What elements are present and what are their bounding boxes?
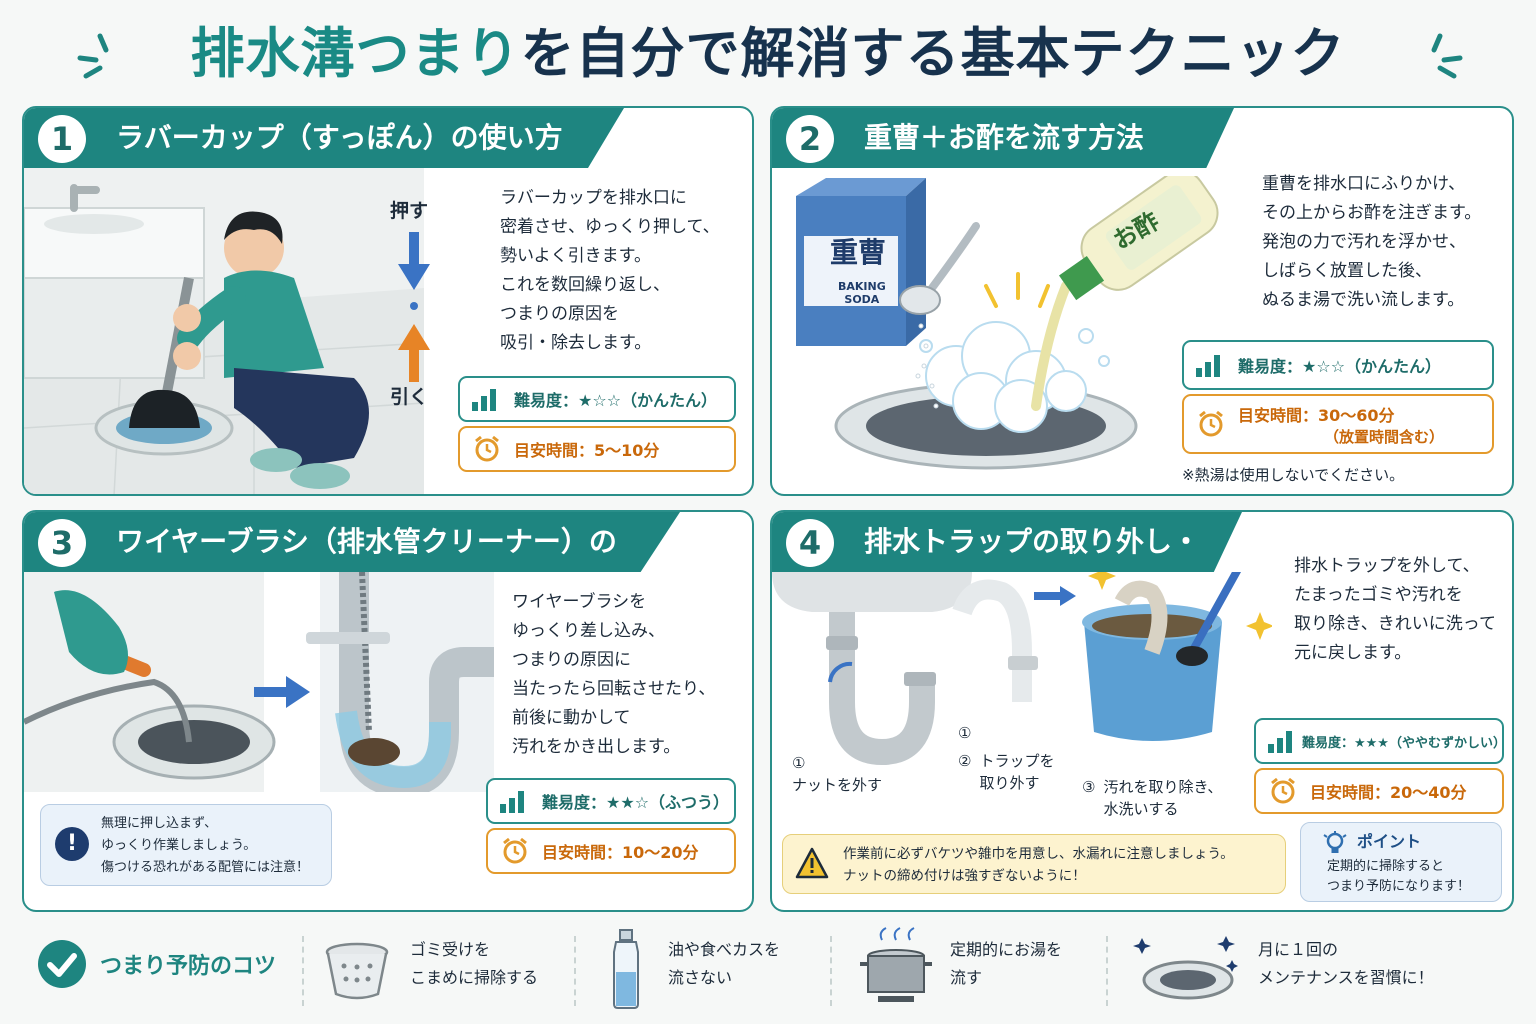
step-2-label: ② トラップを 取り外す: [958, 750, 1054, 794]
point-text: 定期的に掃除すると つまり予防になります！: [1327, 859, 1471, 894]
baking-soda-sublabel: BAKING SODA: [838, 280, 886, 306]
wire-brush-illustration: [24, 572, 494, 792]
section-number: 4: [786, 519, 834, 567]
time-badge: 目安時間：10〜20分: [486, 828, 736, 874]
section-drain-trap: 4 排水トラップの取り外し・清掃 ① ナットを外す ① ② トラップを 取り外す ③…: [770, 510, 1514, 912]
section-heading: 排水トラップの取り外し・清掃: [864, 525, 1201, 558]
section-header: 1 ラバーカップ（すっぽん）の使い方: [24, 108, 624, 168]
time-text: 目安時間：20〜40分: [1310, 783, 1467, 802]
title-rest: を自分で解消する基本テクニック: [520, 22, 1346, 85]
divider: [574, 936, 576, 1006]
alarm-clock-icon: [475, 435, 499, 462]
section-header: 2 重曹＋お酢を流す方法: [772, 108, 1234, 168]
difficulty-bars-icon: [500, 789, 528, 813]
warning-triangle-icon: [795, 847, 829, 879]
time-text: 目安時間：30〜60分: [1238, 405, 1395, 425]
caution-box: 作業前に必ずバケツや雑巾を用意し、水漏れに注意しましょう。 ナットの締め付けは強…: [782, 834, 1286, 894]
difficulty-badge: 難易度：★★★（ややむずかしい）: [1254, 718, 1506, 764]
drain-trap-illustration: [772, 572, 1272, 766]
difficulty-bars-icon: [472, 387, 500, 411]
section-number: 3: [38, 519, 86, 567]
step-3-text: 汚れを取り除き、 水洗いする: [1103, 778, 1223, 818]
step-1-number: ①: [792, 754, 806, 772]
divider: [302, 936, 304, 1006]
difficulty-badge: 難易度：★☆☆（かんたん）: [1182, 340, 1494, 390]
point-box: ポイント 定期的に掃除すると つまり予防になります！: [1300, 822, 1502, 902]
sparkle-right-icon: [1431, 33, 1463, 79]
difficulty-text: 難易度：★★★（ややむずかしい）: [1302, 735, 1506, 751]
section-description: 排水トラップを外して、 たまったゴミや汚れを 取り除き、きれいに洗って 元に戻し…: [1294, 556, 1496, 663]
tip-3-text: 定期的にお湯を 流す: [950, 940, 1063, 987]
push-label: 押す: [390, 200, 429, 222]
exclamation-icon: !: [55, 827, 89, 861]
section-description: ワイヤーブラシを ゆっくり差し込み、 つまりの原因に 当たったら回転させたり、 …: [512, 592, 716, 757]
lightbulb-icon: [1323, 831, 1347, 853]
time-subtext: （放置時間含む）: [1324, 427, 1445, 446]
drain-icon: [1133, 936, 1238, 1000]
baking-soda-label: 重曹: [830, 236, 887, 269]
bottle-icon: [613, 929, 639, 1009]
extra-step-number: ①: [958, 724, 972, 742]
step-2-text: トラップを 取り外す: [979, 752, 1055, 792]
step-3-label: ③ 汚れを取り除き、 水洗いする: [1082, 776, 1222, 820]
hot-water-note: ※熱湯は使用しないでください。: [1182, 466, 1405, 484]
plunger-illustration: [24, 168, 424, 494]
alarm-clock-icon: [1199, 410, 1223, 437]
section-description: 重曹を排水口にふりかけ、 その上からお酢を注ぎます。 発泡の力で汚れを浮かせ、 …: [1262, 174, 1482, 310]
difficulty-badge: 難易度：★★☆（ふつう）: [486, 778, 736, 824]
step-1-text: ナットを外す: [792, 776, 883, 794]
time-text: 目安時間：10〜20分: [542, 843, 699, 862]
time-badge: 目安時間：5〜10分: [458, 426, 736, 472]
basket-icon: [325, 942, 389, 1000]
tip-1-text: ゴミ受けを こまめに掃除する: [410, 940, 539, 987]
section-plunger: 1 ラバーカップ（すっぽん）の使い方 押す 引く ラバーカップを排水口に 密着さ…: [22, 106, 754, 496]
baking-soda-vinegar-illustration: [796, 176, 1219, 470]
warning-text: 無理に押し込まず、 ゆっくり作業しましょう。 傷つける恐れがある配管には注意！: [101, 816, 310, 875]
title-highlight: 排水溝つまり: [190, 22, 521, 85]
point-title: ポイント: [1357, 832, 1422, 851]
time-badge: 目安時間：20〜40分: [1254, 768, 1504, 814]
warning-box: ! 無理に押し込まず、 ゆっくり作業しましょう。 傷つける恐れがある配管には注意…: [40, 804, 332, 886]
tip-2-text: 油や食べカスを 流さない: [668, 940, 781, 987]
difficulty-bars-icon: [1196, 353, 1224, 377]
prevention-title: つまり予防のコツ: [100, 954, 277, 979]
step-3-number: ③: [1082, 778, 1096, 796]
alarm-clock-icon: [1271, 777, 1295, 804]
alarm-clock-icon: [503, 837, 527, 864]
section-heading: ワイヤーブラシ（排水管クリーナー）の使用: [116, 525, 617, 558]
step-2-number: ②: [958, 752, 972, 770]
section-description: ラバーカップを排水口に 密着させ、ゆっくり押して、 勢いよく引きます。 これを数…: [500, 188, 720, 353]
prevention-tips: つまり予防のコツ ゴミ受けを こまめに掃除する 油や食べカスを 流さない 定期的…: [22, 922, 1514, 1018]
difficulty-text: 難易度：★★☆（ふつう）: [542, 793, 730, 812]
difficulty-text: 難易度：★☆☆（かんたん）: [1238, 357, 1442, 376]
pull-label: 引く: [390, 386, 429, 408]
divider: [830, 936, 832, 1006]
sparkle-left-icon: [77, 33, 109, 79]
page-title: 排水溝つまりを自分で解消する基本テクニック: [0, 14, 1536, 94]
section-heading: 重曹＋お酢を流す方法: [864, 121, 1145, 154]
section-header: 4 排水トラップの取り外し・清掃: [772, 512, 1242, 572]
push-pull-arrows-icon: [398, 232, 430, 382]
time-badge: 目安時間：30〜60分 （放置時間含む）: [1182, 394, 1494, 454]
difficulty-badge: 難易度：★☆☆（かんたん）: [458, 376, 736, 422]
section-heading: ラバーカップ（すっぽん）の使い方: [116, 121, 563, 154]
checkmark-icon: [38, 940, 86, 988]
section-wire-brush: 3 ワイヤーブラシ（排水管クリーナー）の使用 ワイヤーブラシを ゆっくり差し込み…: [22, 510, 754, 912]
caution-text: 作業前に必ずバケツや雑巾を用意し、水漏れに注意しましょう。 ナットの締め付けは強…: [843, 846, 1234, 884]
tip-4-text: 月に１回の メンテナンスを習慣に！: [1258, 940, 1434, 987]
time-text: 目安時間：5〜10分: [514, 441, 660, 460]
divider: [1106, 936, 1108, 1006]
section-header: 3 ワイヤーブラシ（排水管クリーナー）の使用: [24, 512, 680, 572]
step-1-label: ① ナットを外す: [792, 752, 882, 796]
pot-icon: [860, 927, 932, 1002]
difficulty-text: 難易度：★☆☆（かんたん）: [514, 391, 718, 410]
difficulty-bars-icon: [1268, 729, 1296, 753]
section-baking-soda: 2 重曹＋お酢を流す方法 重曹 BAKING SODA お酢 重曹を排水口にふり…: [770, 106, 1514, 496]
section-number: 1: [38, 115, 86, 163]
section-number: 2: [786, 115, 834, 163]
